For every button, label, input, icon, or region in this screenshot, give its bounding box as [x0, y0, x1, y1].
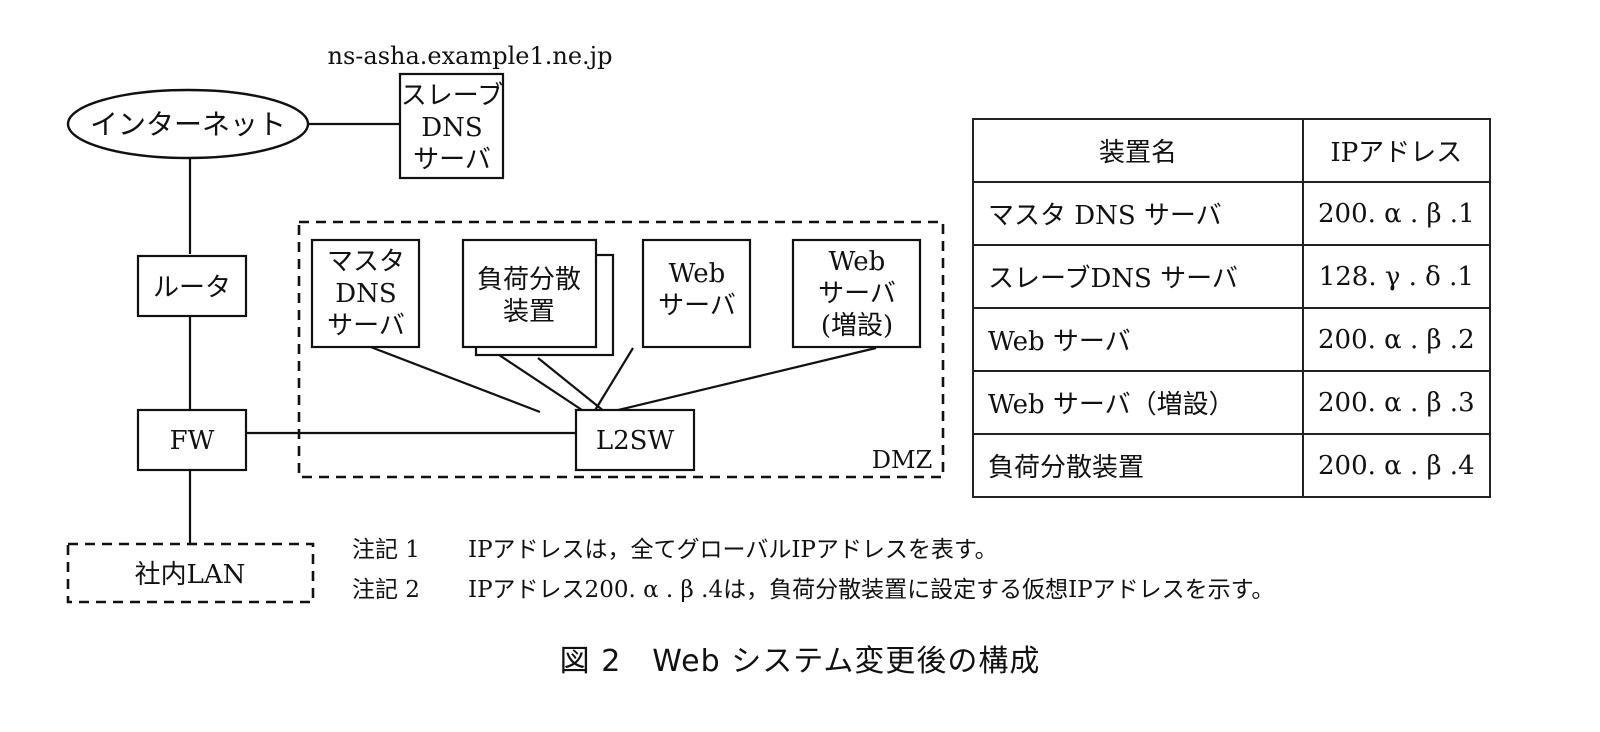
note-2-label: 注記 2 [352, 577, 420, 603]
figure-caption: 図 2 Web システム変更後の構成 [559, 644, 1041, 679]
ip-address-cell: 200. α . β .1 [1302, 181, 1491, 246]
ip-address-table: 装置名 IPアドレス マスタ DNS サーバ 200. α . β .1 スレー… [972, 118, 1491, 498]
web-server-label-2: サーバ [658, 291, 736, 321]
link-lb2-l2sw [537, 357, 606, 413]
web-server-added-label-3: (増設) [821, 311, 893, 341]
table-row: Web サーバ（増設） 200. α . β .3 [972, 370, 1491, 435]
note-1-label: 注記 1 [352, 537, 420, 563]
dmz-label: DMZ [872, 446, 933, 474]
l2sw-label: L2SW [596, 426, 675, 456]
fw-box [136, 408, 248, 472]
internet-label: インターネット [90, 108, 286, 141]
dmz-zone [297, 220, 945, 479]
slave-dns-label-3: サーバ [413, 145, 491, 175]
header-device-name: 装置名 [972, 118, 1304, 183]
header-ip-address: IPアドレス [1302, 118, 1491, 183]
link-web-l2sw [593, 347, 634, 413]
table-row: 負荷分散装置 200. α . β .4 [972, 433, 1491, 498]
master-dns-label-3: サーバ [327, 311, 405, 341]
table-row: マスタ DNS サーバ 200. α . β .1 [972, 181, 1491, 246]
slave-dns-label-1: スレーブ [401, 81, 503, 111]
link-master-dns-l2sw [367, 344, 541, 414]
slave-dns-box [398, 72, 505, 180]
slave-dns-label-2: DNS [421, 113, 482, 143]
master-dns-label-2: DNS [335, 279, 396, 309]
device-name-cell: Web サーバ [972, 307, 1304, 372]
link-web-added-l2sw [609, 346, 877, 414]
note-1-text: IPアドレスは，全てグローバルIPアドレスを表す。 [468, 537, 998, 563]
fw-label: FW [170, 426, 215, 456]
note-1: 注記 1 IPアドレスは，全てグローバルIPアドレスを表す。 [352, 530, 998, 564]
lan-label: 社内LAN [135, 560, 246, 590]
link-lb1-l2sw [489, 348, 586, 413]
device-name-cell: Web サーバ（増設） [972, 370, 1304, 435]
lan-box [66, 542, 315, 604]
router-box [136, 254, 248, 318]
device-name-cell: 負荷分散装置 [972, 433, 1304, 498]
note-2-text: IPアドレス200. α . β .4は，負荷分散装置に設定する仮想IPアドレス… [468, 577, 1275, 603]
master-dns-box [310, 238, 421, 349]
load-balancer-label-2: 装置 [503, 297, 555, 327]
master-dns-label-1: マスタ [327, 247, 405, 277]
web-server-added-label-2: サーバ [818, 279, 896, 309]
load-balancer-label-1: 負荷分散 [477, 265, 581, 295]
load-balancer-box [461, 238, 598, 349]
table-header-row: 装置名 IPアドレス [972, 118, 1491, 183]
table-row: スレーブDNS サーバ 128. γ . δ .1 [972, 244, 1491, 309]
internet-cloud [66, 88, 310, 160]
ip-address-cell: 200. α . β .3 [1302, 370, 1491, 435]
ip-address-cell: 200. α . β .2 [1302, 307, 1491, 372]
web-server-added-label-1: Web [829, 247, 886, 277]
device-name-cell: スレーブDNS サーバ [972, 244, 1304, 309]
ip-address-cell: 200. α . β .4 [1302, 433, 1491, 498]
table-row: Web サーバ 200. α . β .2 [972, 307, 1491, 372]
ip-address-cell: 128. γ . δ .1 [1302, 244, 1491, 309]
l2sw-box [574, 408, 696, 472]
web-server-label-1: Web [669, 259, 726, 289]
device-name-cell: マスタ DNS サーバ [972, 181, 1304, 246]
note-2: 注記 2 IPアドレス200. α . β .4は，負荷分散装置に設定する仮想IP… [352, 570, 1274, 604]
router-label: ルータ [153, 273, 231, 303]
web-server-added-box [791, 238, 922, 349]
slave-dns-hostname: ns-asha.example1.ne.jp [328, 42, 613, 70]
web-server-box [641, 238, 752, 349]
